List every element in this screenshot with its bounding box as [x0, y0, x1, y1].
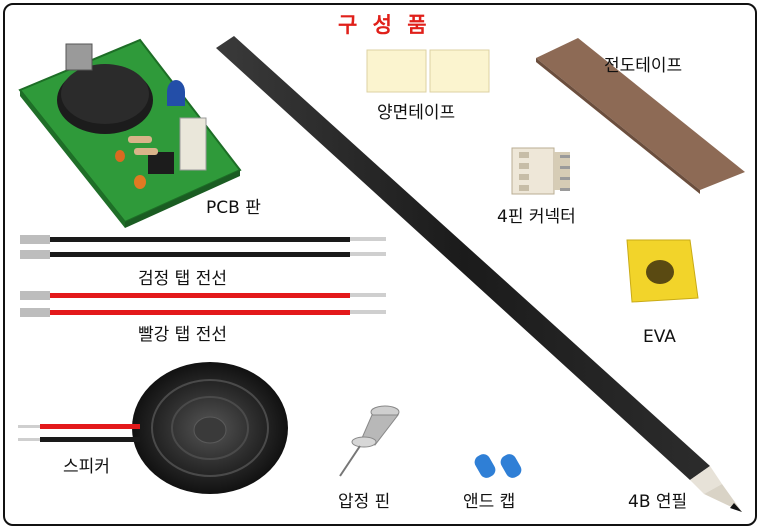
pcb-label: PCB 판 — [206, 198, 261, 218]
speaker-image — [18, 362, 288, 494]
red-wire-label: 빨강 탭 전선 — [138, 325, 228, 345]
black-tab-wires-image — [20, 235, 386, 259]
conductive-tape-label: 전도테이프 — [604, 56, 683, 76]
speaker-label: 스피커 — [63, 457, 110, 477]
pcb-board-image — [18, 38, 242, 228]
end-cap-label: 앤드 캡 — [463, 492, 516, 512]
four-pin-connector-image — [511, 147, 570, 195]
red-tab-wires-image — [20, 291, 386, 317]
conductive-tape-image — [536, 38, 745, 194]
page-title: 구 성 품 — [338, 13, 431, 37]
black-wire-label: 검정 탭 전선 — [138, 269, 228, 289]
double-sided-tape-image — [366, 49, 490, 93]
pencil-label: 4B 연필 — [628, 492, 688, 512]
connector-label: 4핀 커넥터 — [497, 207, 576, 227]
eva-label: EVA — [643, 327, 676, 347]
end-caps-image — [474, 454, 522, 478]
eva-block-image — [626, 239, 699, 303]
push-pin-image — [339, 405, 400, 477]
pushpin-label: 압정 핀 — [338, 492, 391, 512]
pencil-image — [216, 36, 742, 512]
double-tape-label: 양면테이프 — [377, 103, 456, 123]
